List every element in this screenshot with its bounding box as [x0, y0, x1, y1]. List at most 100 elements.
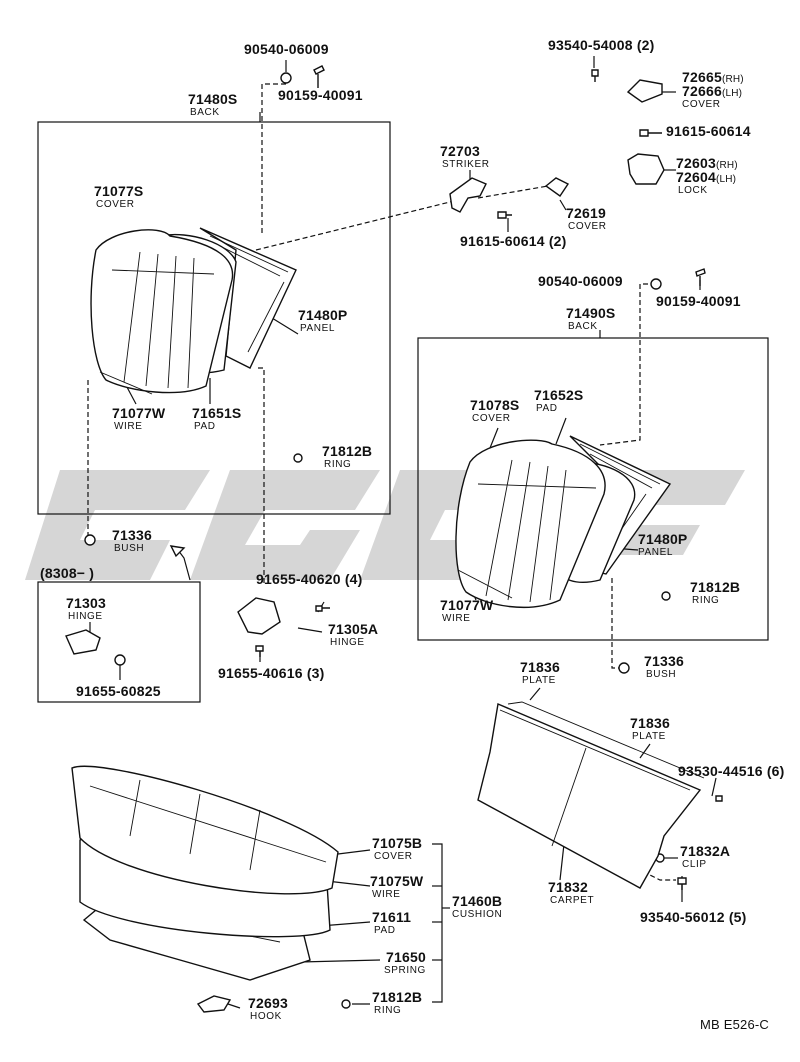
bolt-91655-60825-icon: [114, 654, 126, 666]
part-71611: 71611: [372, 909, 412, 925]
part-71305a: 71305A: [328, 621, 379, 637]
part-90159-40091: 90159-40091: [278, 87, 363, 103]
part-71336-2-name: BUSH: [646, 669, 677, 680]
ring-71812b-3-icon: [341, 999, 351, 1009]
nut-90540b-icon: [650, 278, 662, 290]
part-72619: 72619: [566, 205, 606, 221]
part-93540-56012: 93540-56012 (5): [640, 909, 747, 925]
bolt-90159-icon: [313, 65, 325, 88]
part-71460b-name: CUSHION: [452, 909, 503, 920]
part-72665: 72665(RH): [682, 69, 744, 85]
hinge-71305a-icon: [237, 597, 281, 635]
screw-91615-2-icon: [497, 211, 512, 219]
part-71490s: 71490S: [566, 305, 616, 321]
part-71303: 71303: [66, 595, 106, 611]
part-72666: 72666(LH): [682, 83, 743, 99]
part-71480p-name: PANEL: [300, 323, 336, 334]
part-71480p-2-name: PANEL: [638, 547, 674, 558]
part-71077s: 71077S: [94, 183, 144, 199]
part-71652s: 71652S: [534, 387, 584, 403]
part-71812b: 71812B: [322, 443, 373, 459]
nut-90540-icon: [280, 72, 292, 84]
part-71077w-name: WIRE: [114, 421, 143, 432]
bolt-91655-40620-icon: [315, 605, 330, 612]
part-91655-40620: 91655-40620 (4): [256, 571, 363, 587]
part-72665-name: COVER: [682, 99, 721, 110]
part-90540-06009: 90540-06009: [244, 41, 329, 57]
part-91655-60825: 91655-60825: [76, 683, 161, 699]
part-71836-b: 71836: [630, 715, 670, 731]
wire-71077w-2-icon: [457, 569, 513, 599]
part-72693-name: HOOK: [250, 1011, 282, 1022]
part-90159-40091-b: 90159-40091: [656, 293, 741, 309]
cover-72665-icon: [626, 79, 663, 103]
screw-93530-icon: [715, 795, 723, 802]
part-71460b: 71460B: [452, 893, 503, 909]
part-71078s: 71078S: [470, 397, 520, 413]
part-71832: 71832: [548, 879, 588, 895]
part-71075w: 71075W: [370, 873, 424, 889]
part-71075b: 71075B: [372, 835, 423, 851]
bolt-93540-56012-icon: [677, 877, 687, 890]
part-71077w-2-name: WIRE: [442, 613, 471, 624]
part-93530-44516: 93530-44516 (6): [678, 763, 785, 779]
part-71651s-name: PAD: [194, 421, 216, 432]
part-71480p: 71480P: [298, 307, 348, 323]
part-71836-name: PLATE: [522, 675, 556, 686]
part-72703-name: STRIKER: [442, 159, 490, 170]
part-71812b-name: RING: [324, 459, 352, 470]
part-71480s: 71480S: [188, 91, 238, 107]
cover-72619-icon: [544, 177, 570, 197]
part-71077s-name: COVER: [96, 199, 135, 210]
lock-72603-icon: [627, 153, 665, 185]
bush-71336-icon: [84, 534, 96, 546]
hook-72693-icon: [196, 995, 232, 1013]
part-71832a-name: CLIP: [682, 859, 707, 870]
ring-71812b-icon: [293, 453, 303, 463]
part-71077w-2: 71077W: [440, 597, 494, 613]
part-71336-name: BUSH: [114, 543, 145, 554]
part-71303-name: HINGE: [68, 611, 103, 622]
part-71490s-name: BACK: [568, 321, 598, 332]
cushion-71460b-drawing: [71, 765, 339, 981]
screw-91615-icon: [639, 129, 662, 137]
bolt-93540-icon: [591, 69, 599, 82]
part-72703: 72703: [440, 143, 480, 159]
part-71075b-name: COVER: [374, 851, 413, 862]
part-71812b-3: 71812B: [372, 989, 423, 1005]
part-71836: 71836: [520, 659, 560, 675]
part-93540-54008: 93540-54008 (2): [548, 37, 655, 53]
part-71075w-name: WIRE: [372, 889, 401, 900]
part-90540-06009-b: 90540-06009: [538, 273, 623, 289]
part-71652s-name: PAD: [536, 403, 558, 414]
hinge-71303-icon: [65, 629, 101, 655]
part-71480p-2: 71480P: [638, 531, 688, 547]
bolt-90159b-icon: [695, 268, 706, 286]
part-71812b-3-name: RING: [374, 1005, 402, 1016]
seatback-right-drawing: [455, 435, 672, 609]
part-91655-40616: 91655-40616 (3): [218, 665, 325, 681]
back-71480s-box: [37, 121, 391, 515]
part-72619-name: COVER: [568, 221, 607, 232]
part-72604: 72604(LH): [676, 169, 737, 185]
hinge-8308-box: [37, 581, 201, 703]
part-71078s-name: COVER: [472, 413, 511, 424]
part-71480s-name: BACK: [190, 107, 220, 118]
part-71336: 71336: [112, 527, 152, 543]
part-71812b-2-name: RING: [692, 595, 720, 606]
seatback-left-drawing: [90, 227, 297, 394]
part-71336-2: 71336: [644, 653, 684, 669]
bolt-91655-40616-icon: [255, 645, 264, 657]
part-71305a-name: HINGE: [330, 637, 365, 648]
date-range-8308: (8308− ): [40, 565, 95, 581]
back-71490s-box: [417, 337, 769, 641]
part-71832-name: CARPET: [550, 895, 595, 906]
part-72603-name: LOCK: [678, 185, 708, 196]
figure-code: MB E526-C: [700, 1017, 769, 1032]
part-71650-name: SPRING: [384, 965, 426, 976]
part-71651s: 71651S: [192, 405, 242, 421]
part-71812b-2: 71812B: [690, 579, 741, 595]
part-72693: 72693: [248, 995, 288, 1011]
